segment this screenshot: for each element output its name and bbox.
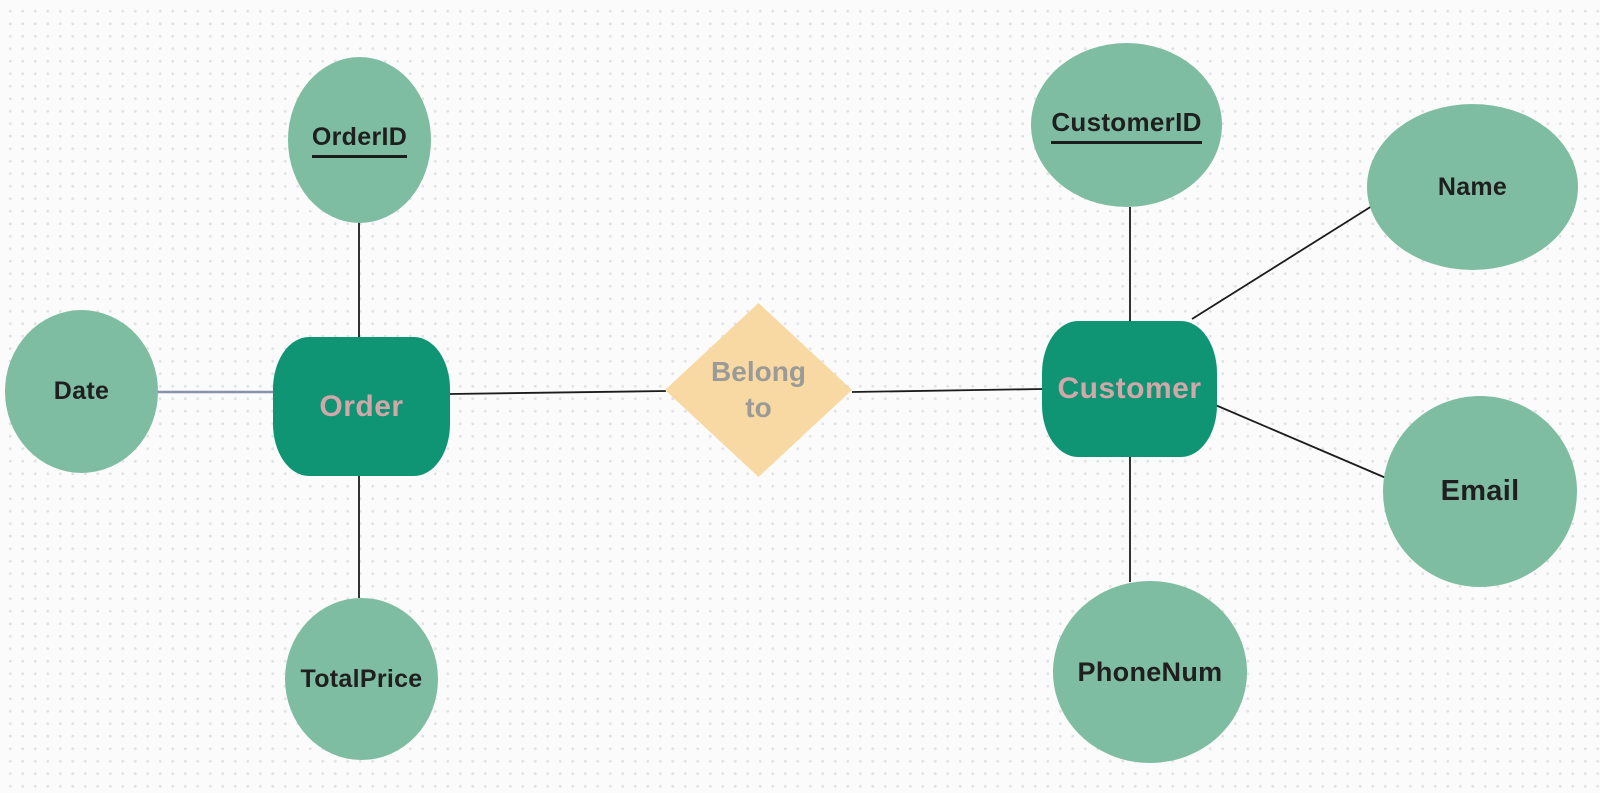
attribute-date-label: Date (53, 377, 110, 405)
entity-order-label: Order (319, 389, 404, 423)
attribute-name-label: Name (1437, 172, 1508, 201)
attribute-date[interactable]: Date (5, 310, 158, 473)
attribute-email[interactable]: Email (1383, 396, 1577, 587)
entity-customer[interactable]: Customer (1042, 321, 1217, 457)
relationship-belong-to-label: Belong to (711, 356, 806, 423)
attribute-phone-num[interactable]: PhoneNum (1053, 581, 1247, 763)
connector-order-belongto[interactable] (449, 390, 667, 395)
attribute-total-price-label: TotalPrice (300, 664, 423, 693)
attribute-order-id[interactable]: OrderID (288, 57, 431, 223)
entity-customer-label: Customer (1057, 372, 1202, 405)
relationship-belong-to[interactable]: Belong to (665, 303, 852, 477)
connector-email-customer[interactable] (1212, 403, 1387, 479)
diamond-shape-icon (665, 303, 852, 477)
attribute-order-id-label: OrderID (311, 123, 408, 158)
attribute-customer-id[interactable]: CustomerID (1031, 43, 1222, 207)
attribute-email-label: Email (1440, 475, 1520, 507)
attribute-customer-id-label: CustomerID (1051, 107, 1202, 144)
attribute-phone-num-label: PhoneNum (1077, 656, 1223, 687)
connector-name-customer[interactable] (1191, 205, 1373, 320)
attribute-total-price[interactable]: TotalPrice (285, 598, 438, 760)
entity-order[interactable]: Order (273, 337, 450, 476)
attribute-name[interactable]: Name (1367, 104, 1578, 270)
connector-belongto-customer[interactable] (851, 388, 1044, 393)
